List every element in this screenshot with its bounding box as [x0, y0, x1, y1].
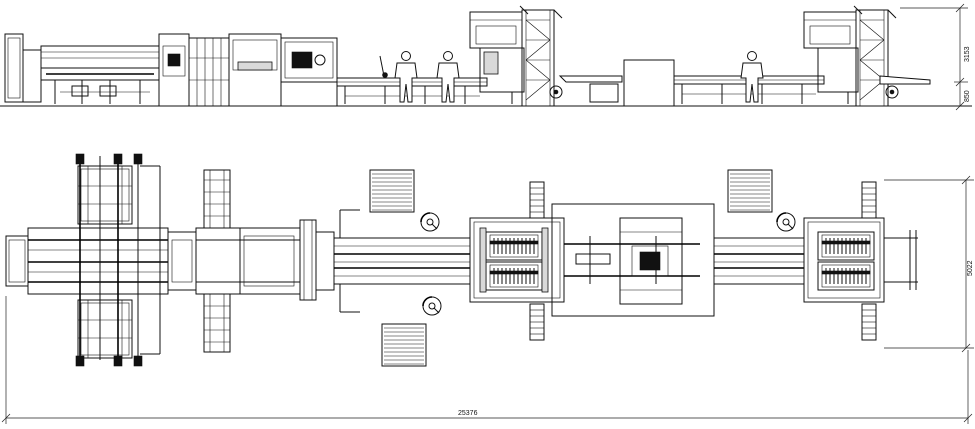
- width-dimension: 5022: [884, 175, 974, 353]
- main-machine-side: [158, 33, 338, 107]
- transfer-station-2-side: [803, 5, 931, 107]
- height-dimensions: 3153 850: [900, 3, 971, 111]
- middle-section-side: [558, 59, 675, 107]
- dim-total-length: 25376: [458, 410, 478, 417]
- transfer-station-1-plan: [469, 181, 565, 341]
- side-elevation-view: 3153 850: [0, 3, 972, 111]
- robot-symbol-1: [420, 212, 440, 232]
- operator-mat-1: [369, 169, 415, 213]
- main-machine-plan: [167, 169, 335, 353]
- operator-figure-3: [740, 51, 764, 103]
- robot-symbol-3: [776, 212, 796, 232]
- transfer-station-1-side: [469, 5, 563, 107]
- dim-machine-height: 3153: [964, 46, 971, 62]
- shuttle-section-plan: [551, 203, 715, 317]
- robot-symbol-2: [422, 296, 442, 316]
- infeed-station-plan: [5, 153, 169, 367]
- conveyor-1-side: [336, 51, 488, 104]
- operator-mat-2: [381, 323, 427, 367]
- operator-figure-1: [394, 51, 418, 103]
- conveyor-1-plan: [333, 209, 471, 313]
- dim-total-width: 5022: [967, 260, 974, 276]
- transfer-station-2-plan: [803, 181, 918, 341]
- conveyor-2-plan: [713, 237, 805, 285]
- dim-table-height: 850: [964, 90, 971, 102]
- plan-view: 5022 25376: [1, 153, 974, 424]
- infeed-station-side: [4, 33, 160, 104]
- operator-figure-2: [436, 51, 460, 103]
- operator-mat-3: [727, 169, 773, 213]
- conveyor-2-side: [673, 51, 825, 104]
- length-dimension: 25376: [1, 296, 973, 424]
